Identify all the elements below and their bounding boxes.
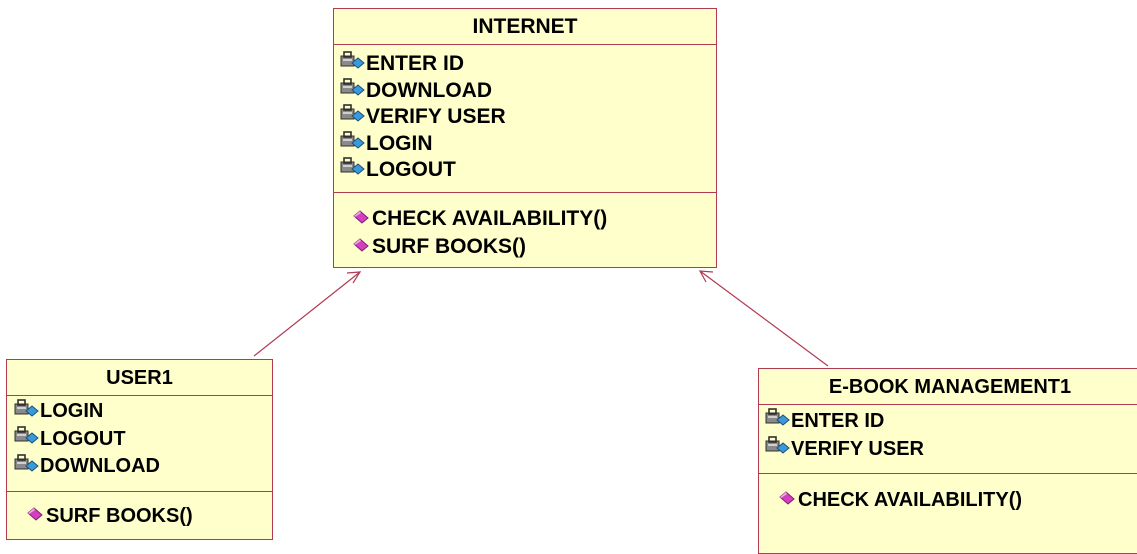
attribute-row[interactable]: ENTER ID: [765, 407, 1137, 435]
attribute-icon: [14, 453, 40, 480]
attribute-label: VERIFY USER: [791, 437, 924, 460]
operation-row[interactable]: SURF BOOKS(): [26, 502, 272, 530]
attribute-icon: [340, 51, 366, 77]
class-name: INTERNET: [334, 9, 716, 45]
attributes-compartment: LOGIN LOGOUT DOWNLOAD: [7, 396, 272, 492]
attribute-label: DOWNLOAD: [366, 78, 492, 102]
operation-row[interactable]: SURF BOOKS(): [352, 233, 716, 261]
attribute-label: LOGOUT: [40, 427, 126, 450]
attribute-icon: [14, 426, 40, 452]
attribute-row[interactable]: LOGIN: [340, 130, 716, 158]
attributes-compartment: ENTER ID VERIFY USER: [759, 405, 1137, 474]
generalization-line-ebook: [699, 270, 829, 367]
attribute-label: LOGIN: [366, 131, 433, 155]
class-name: USER1: [7, 360, 272, 396]
class-user1[interactable]: USER1 LOGIN LOGOUT DOWNLOAD SURF BOOKS(): [6, 359, 273, 540]
attribute-icon: [340, 130, 366, 157]
attribute-row[interactable]: LOGIN: [14, 398, 272, 426]
operations-compartment: CHECK AVAILABILITY(): [759, 474, 1137, 514]
attribute-label: ENTER ID: [366, 52, 465, 76]
attribute-label: DOWNLOAD: [40, 455, 160, 478]
attribute-icon: [340, 157, 366, 183]
attribute-icon: [340, 104, 366, 130]
attribute-row[interactable]: LOGOUT: [14, 426, 272, 454]
operation-row[interactable]: CHECK AVAILABILITY(): [352, 205, 716, 233]
attribute-label: ENTER ID: [791, 409, 885, 432]
arrowhead-user1: [346, 271, 362, 284]
operations-compartment: SURF BOOKS(): [7, 492, 272, 530]
operations-compartment: CHECK AVAILABILITY() SURF BOOKS(): [334, 193, 716, 261]
attribute-label: LOGIN: [40, 400, 104, 423]
operation-icon: [352, 207, 372, 231]
operation-label: CHECK AVAILABILITY(): [798, 488, 1023, 511]
arrowhead-ebook: [698, 270, 714, 283]
operation-icon: [352, 235, 372, 259]
operation-label: CHECK AVAILABILITY(): [372, 207, 608, 230]
attribute-row[interactable]: VERIFY USER: [765, 435, 1137, 463]
generalization-line-user1: [253, 271, 361, 357]
attribute-row[interactable]: DOWNLOAD: [340, 77, 716, 105]
operation-icon: [778, 489, 798, 512]
operation-icon: [26, 505, 46, 528]
attribute-row[interactable]: LOGOUT: [340, 157, 716, 184]
attribute-label: LOGOUT: [366, 158, 456, 182]
attribute-icon: [765, 436, 791, 462]
operation-label: SURF BOOKS(): [46, 504, 193, 527]
attribute-icon: [14, 398, 40, 425]
attribute-label: VERIFY USER: [366, 105, 506, 129]
attribute-row[interactable]: DOWNLOAD: [14, 453, 272, 481]
attribute-icon: [765, 408, 791, 434]
attribute-row[interactable]: ENTER ID: [340, 51, 716, 78]
attribute-row[interactable]: VERIFY USER: [340, 104, 716, 131]
class-ebook-management1[interactable]: E-BOOK MANAGEMENT1 ENTER ID VERIFY USER C…: [758, 368, 1137, 554]
class-name: E-BOOK MANAGEMENT1: [759, 369, 1137, 405]
attribute-icon: [340, 77, 366, 104]
operation-row[interactable]: CHECK AVAILABILITY(): [778, 486, 1137, 514]
operation-label: SURF BOOKS(): [372, 235, 526, 258]
